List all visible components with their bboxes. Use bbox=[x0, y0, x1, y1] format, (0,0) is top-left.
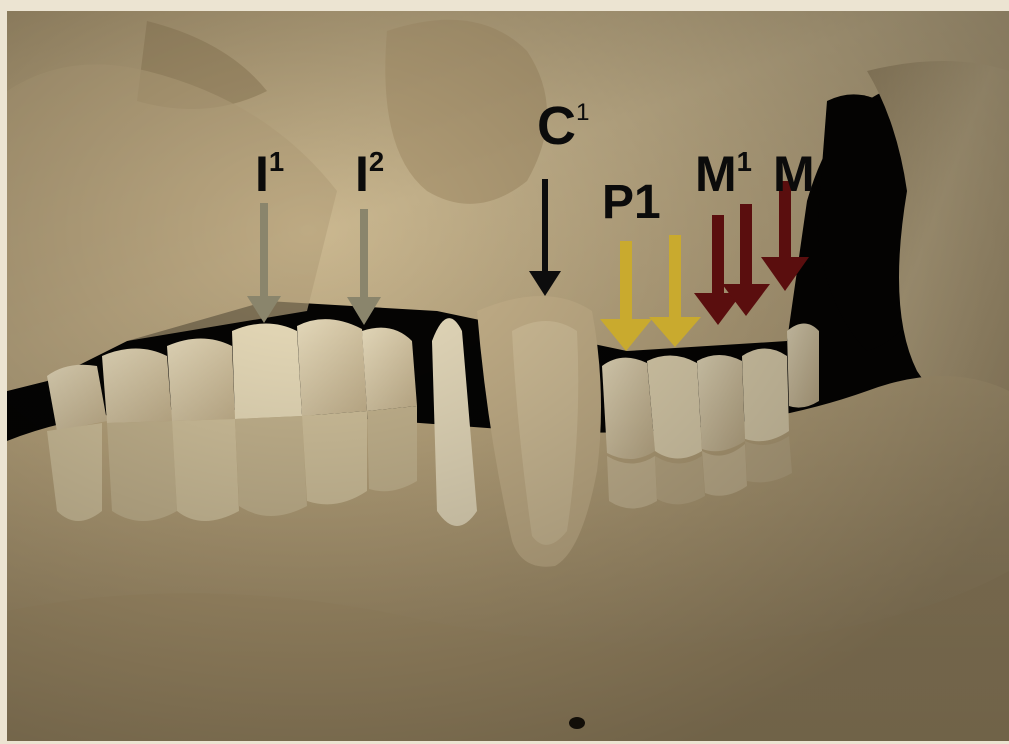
label-i2: I2 bbox=[355, 149, 384, 199]
skull-ct-render: I1 I2 C1 P1 M1 M bbox=[7, 11, 1009, 741]
label-i1: I1 bbox=[255, 149, 284, 199]
label-c1: C1 bbox=[537, 99, 590, 153]
skull-render-svg bbox=[7, 11, 1009, 741]
label-m2: M bbox=[773, 149, 813, 199]
label-m1: M1 bbox=[695, 149, 752, 199]
label-p1: P1 bbox=[602, 179, 661, 227]
